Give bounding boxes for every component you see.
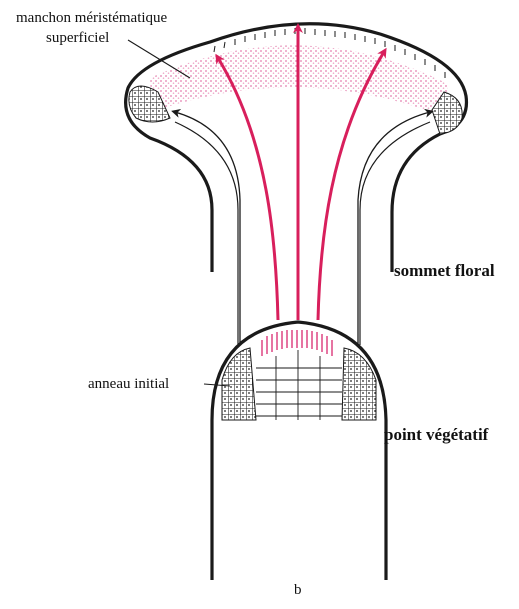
- cap-inner-right: [360, 122, 430, 345]
- label-manchon-line2: superficiel: [46, 30, 109, 46]
- label-sommet-floral: sommet floral: [394, 261, 495, 280]
- label-panel-letter: b: [294, 582, 302, 598]
- leader-manchon: [128, 40, 190, 78]
- label-manchon-line1: manchon méristématique: [16, 10, 168, 26]
- point-vegetatif-structure: [212, 322, 386, 580]
- label-point-vegetatif: point végétatif: [384, 425, 489, 444]
- dome-pink-fringe: [262, 330, 332, 356]
- label-anneau-initial: anneau initial: [88, 376, 169, 392]
- arrow-left-to-rim: [175, 112, 240, 345]
- red-arrow-left: [218, 58, 278, 320]
- sommet-floral-structure: [126, 24, 467, 345]
- internal-cell-grid: [256, 350, 342, 420]
